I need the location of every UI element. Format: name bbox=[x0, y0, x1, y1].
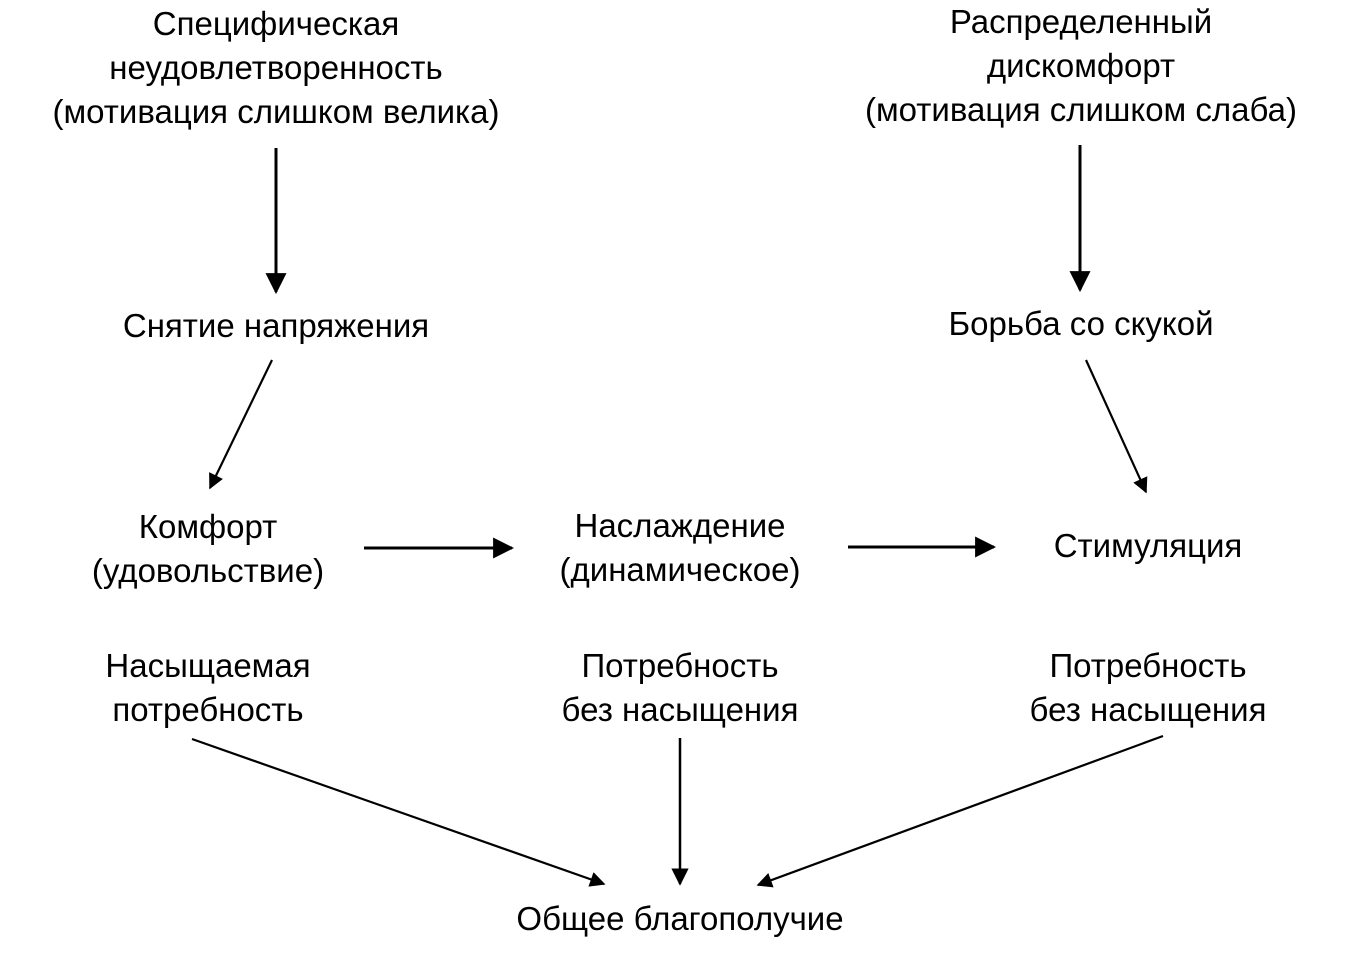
node-line: (мотивация слишком слаба) bbox=[864, 91, 1298, 128]
node-line: Специфическая bbox=[152, 5, 400, 42]
arrow-satiable-need-to-wellbeing bbox=[191, 737, 606, 887]
node-line: (динамическое) bbox=[559, 551, 801, 588]
node-line: без насыщения bbox=[561, 691, 799, 728]
node-pleasure: Наслаждение (динамическое) bbox=[560, 504, 801, 592]
node-line: Комфорт bbox=[138, 508, 278, 545]
node-line: Потребность bbox=[1049, 647, 1247, 684]
node-line: потребность bbox=[112, 691, 304, 728]
node-tension-relief: Снятие напряжения bbox=[123, 304, 429, 348]
node-line: Снятие напряжения bbox=[122, 307, 430, 344]
node-line: (удовольствие) bbox=[91, 552, 325, 589]
node-distributed-discomfort: Распределенный дискомфорт (мотивация сли… bbox=[865, 0, 1297, 132]
node-specific-dissatisfaction: Специфическая неудовлетворенность (мотив… bbox=[52, 2, 499, 134]
node-insatiable-need-2: Потребность без насыщения bbox=[1030, 644, 1267, 732]
arrow-insatiable-need-2-to-wellbeing bbox=[756, 734, 1164, 888]
node-line: (мотивация слишком велика) bbox=[52, 93, 500, 130]
node-comfort: Комфорт (удовольствие) bbox=[92, 505, 324, 593]
node-stimulation: Стимуляция bbox=[1054, 524, 1243, 568]
node-line: без насыщения bbox=[1029, 691, 1267, 728]
node-line: Насыщаемая bbox=[105, 647, 311, 684]
node-line: Стимуляция bbox=[1053, 527, 1243, 564]
node-line: Общее благополучие bbox=[516, 900, 844, 937]
node-fighting-boredom: Борьба со скукой bbox=[948, 302, 1213, 346]
arrow-fighting-boredom-to-stimulation bbox=[1084, 359, 1148, 494]
node-general-wellbeing: Общее благополучие bbox=[516, 897, 843, 941]
node-line: Наслаждение bbox=[574, 507, 786, 544]
node-line: Потребность bbox=[581, 647, 779, 684]
node-line: Борьба со скукой bbox=[948, 305, 1214, 342]
node-line: Распределенный bbox=[949, 3, 1213, 40]
arrow-tension-relief-to-comfort bbox=[209, 359, 273, 490]
node-satiable-need: Насыщаемая потребность bbox=[105, 644, 310, 732]
node-line: дискомфорт bbox=[986, 47, 1176, 84]
node-line: неудовлетворенность bbox=[109, 49, 443, 86]
node-insatiable-need-1: Потребность без насыщения bbox=[562, 644, 799, 732]
